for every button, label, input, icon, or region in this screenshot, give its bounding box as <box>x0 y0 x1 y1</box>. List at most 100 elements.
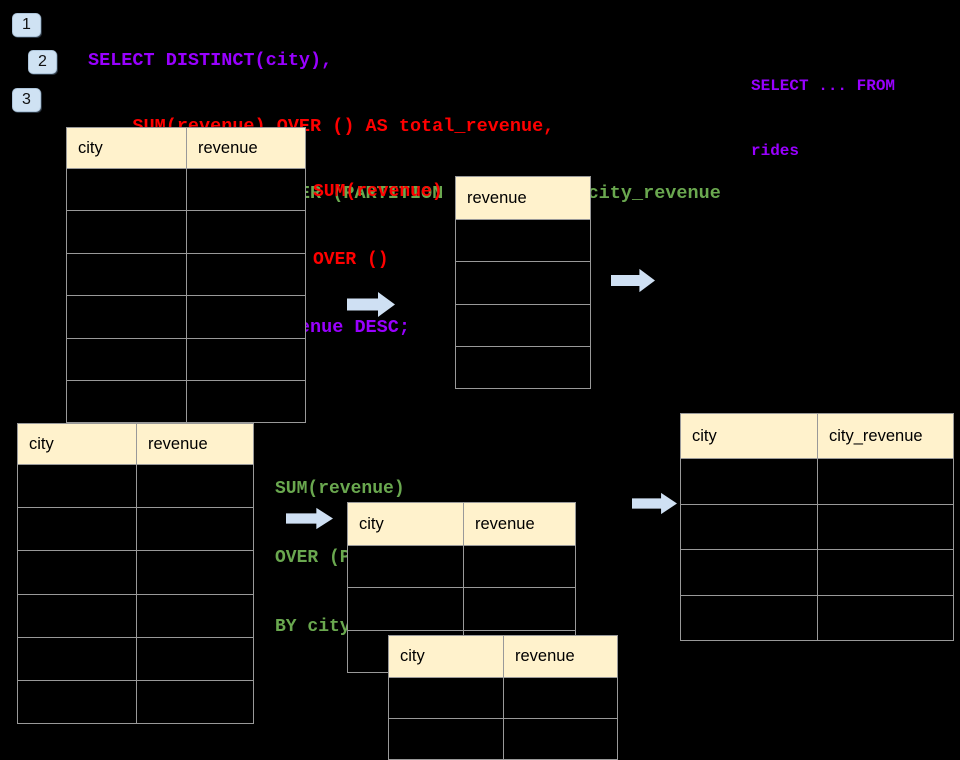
table-row <box>18 464 253 508</box>
table-body <box>456 219 590 388</box>
table-row <box>67 379 305 423</box>
table-row <box>67 295 305 338</box>
table-header-row: city revenue <box>389 636 617 677</box>
table-row <box>18 593 253 637</box>
table-cell <box>18 637 137 680</box>
table-body <box>389 677 617 759</box>
table-cell <box>18 594 137 637</box>
table-cell <box>187 169 305 210</box>
table-cell <box>504 719 617 759</box>
table-cell <box>18 465 137 508</box>
source-table-bottom: city revenue <box>17 423 254 725</box>
table-cell <box>681 504 818 549</box>
annotation-line: OVER () <box>313 249 389 270</box>
table-cell <box>456 262 590 303</box>
column-header-city-revenue: city_revenue <box>829 426 923 445</box>
table-cell <box>456 305 590 346</box>
table-cell <box>137 638 253 680</box>
table-cell <box>67 380 187 423</box>
total-revenue-table: revenue <box>455 176 591 390</box>
table-cell <box>456 347 590 388</box>
column-header-revenue: revenue <box>475 514 535 533</box>
partition-table-overlay: city revenue <box>388 635 618 760</box>
table-cell <box>818 505 953 550</box>
arrow-right-icon <box>611 268 655 293</box>
table-cell <box>187 211 305 252</box>
table-header-row: revenue <box>456 177 590 219</box>
sql-line-select: SELECT DISTINCT(city), <box>88 49 333 71</box>
table-cell <box>464 588 575 629</box>
step-badge-1: 1 <box>12 13 41 37</box>
table-header-row: city revenue <box>348 503 575 545</box>
annotation-sum-over-total: SUM(revenue) OVER () <box>313 136 443 294</box>
table-cell <box>137 681 253 723</box>
table-cell <box>348 588 464 630</box>
table-row <box>348 545 575 588</box>
side-note-select-from: SELECT ... FROM rides <box>751 33 895 184</box>
table-body <box>681 458 953 640</box>
side-note-line: SELECT ... FROM <box>751 77 896 95</box>
table-cell <box>137 465 253 507</box>
column-header-revenue: revenue <box>148 434 208 453</box>
table-cell <box>67 338 187 380</box>
table-cell <box>681 595 818 640</box>
table-cell <box>818 550 953 595</box>
column-header-city: city <box>348 503 464 545</box>
column-header-city: city <box>389 636 504 677</box>
table-cell <box>389 719 504 759</box>
table-cell <box>137 508 253 550</box>
arrow-right-icon <box>347 292 395 317</box>
table-row <box>67 337 305 380</box>
column-header-city: city <box>67 128 187 168</box>
column-header-city: city <box>18 424 137 464</box>
city-revenue-result-table: city city_revenue <box>680 413 954 641</box>
annotation-line: SUM(revenue) <box>275 479 405 499</box>
table-cell <box>389 678 504 718</box>
table-row <box>67 210 305 253</box>
table-row <box>18 679 253 724</box>
table-cell <box>348 546 464 588</box>
table-cell <box>818 596 953 641</box>
table-cell <box>18 508 137 551</box>
table-row <box>389 677 617 718</box>
table-cell <box>681 550 818 595</box>
table-row <box>348 587 575 630</box>
table-row <box>681 458 953 504</box>
table-cell <box>67 253 187 296</box>
table-row <box>18 550 253 594</box>
table-row <box>681 549 953 595</box>
table-cell <box>504 678 617 718</box>
table-cell <box>137 595 253 637</box>
table-cell <box>18 680 137 724</box>
table-cell <box>464 546 575 587</box>
table-cell <box>456 220 590 261</box>
table-row <box>681 594 953 641</box>
column-header-revenue: revenue <box>515 647 575 665</box>
table-row <box>18 636 253 680</box>
table-cell <box>67 211 187 253</box>
table-row <box>681 503 953 550</box>
table-body <box>18 464 253 724</box>
side-note-line: rides <box>751 141 800 160</box>
table-row <box>67 168 305 211</box>
table-cell <box>67 169 187 211</box>
table-cell <box>681 459 818 504</box>
table-row <box>389 718 617 759</box>
table-cell <box>818 459 953 504</box>
table-row <box>18 507 253 551</box>
arrow-right-icon <box>632 492 677 515</box>
table-cell <box>187 254 305 295</box>
table-row <box>456 261 590 303</box>
table-row <box>456 219 590 261</box>
table-cell <box>187 339 305 380</box>
table-cell <box>18 551 137 594</box>
table-header-row: city revenue <box>18 424 253 464</box>
table-row <box>456 303 590 346</box>
table-row <box>67 252 305 296</box>
table-cell <box>137 551 253 593</box>
column-header-revenue: revenue <box>198 138 258 157</box>
table-header-row: city revenue <box>67 128 305 168</box>
table-header-row: city city_revenue <box>681 414 953 458</box>
annotation-line: SUM(revenue) <box>313 182 443 202</box>
source-table-top: city revenue <box>66 127 306 424</box>
